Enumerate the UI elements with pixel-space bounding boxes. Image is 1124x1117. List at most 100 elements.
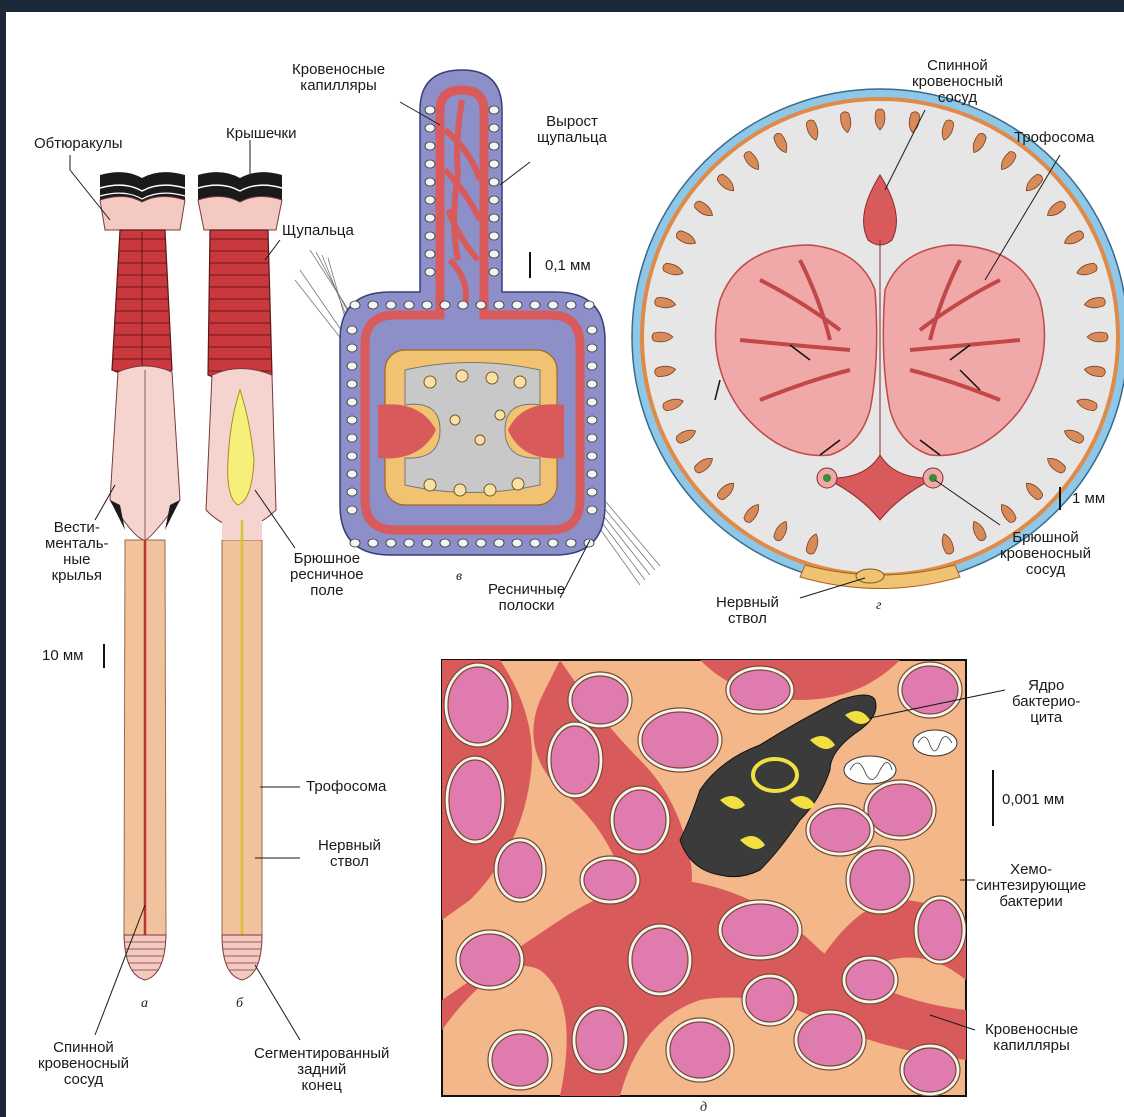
bacteria-cell	[902, 666, 958, 714]
nucleus-bead	[489, 250, 499, 258]
nucleus-bead	[489, 196, 499, 204]
label-ventral-vessel: Брюшной кровеносный сосуд	[1000, 530, 1091, 578]
nucleus-bead	[548, 539, 558, 547]
bacteria-cell	[584, 860, 636, 900]
nucleus-bead	[587, 344, 597, 352]
label-tentacles: Щупальца	[282, 223, 354, 239]
nucleus-bead	[587, 416, 597, 424]
bacteria-cell	[551, 726, 599, 794]
panel-letter-d: д	[700, 1100, 707, 1116]
nucleus-bead	[587, 452, 597, 460]
nucleus-bead	[347, 380, 357, 388]
label-segmented-end: Сегментированный задний конец	[254, 1046, 389, 1094]
nucleus-bead	[440, 539, 450, 547]
nucleus-bead	[404, 301, 414, 309]
nucleus-bead	[425, 124, 435, 132]
nucleus-bead	[512, 301, 522, 309]
nucleus-bead	[489, 268, 499, 276]
nucleus-bead	[458, 539, 468, 547]
nucleus-bead	[530, 539, 540, 547]
nucleus-bead	[566, 539, 576, 547]
bacteria-cell	[642, 712, 718, 768]
nucleus-bead	[347, 362, 357, 370]
bacteria-cell	[850, 850, 910, 910]
bacteria-cell	[498, 842, 542, 898]
nucleus-bead	[386, 539, 396, 547]
panel-letter-g: г	[876, 598, 881, 614]
nucleus-bead	[476, 539, 486, 547]
bacteria-cell	[492, 1034, 548, 1086]
label-ciliary-bands: Ресничные полоски	[488, 582, 565, 614]
label-trophosome-a: Трофосома	[306, 779, 386, 795]
nucleus-bead	[386, 301, 396, 309]
nucleus-bead	[422, 301, 432, 309]
nucleus-bead	[476, 301, 486, 309]
label-bacteriocyte-nucleus: Ядро бактерио- цита	[1012, 678, 1080, 726]
nucleus-bead	[587, 398, 597, 406]
worm-a	[100, 172, 185, 980]
nucleus-bead	[425, 196, 435, 204]
nucleus-bead	[425, 142, 435, 150]
nucleus-bead	[494, 539, 504, 547]
label-lids: Крышечки	[226, 126, 297, 142]
nucleus-bead	[425, 178, 435, 186]
bacteria-cell	[904, 1048, 956, 1092]
nucleus-bead	[347, 416, 357, 424]
nucleus-bead	[566, 301, 576, 309]
nucleus-bead	[347, 398, 357, 406]
bacteria-cell	[746, 978, 794, 1022]
label-scale-1mm: 1 мм	[1072, 491, 1105, 507]
nucleus-bead	[425, 268, 435, 276]
nucleus-bead	[587, 434, 597, 442]
nucleus-bead	[347, 434, 357, 442]
nucleus-bead	[489, 142, 499, 150]
bacteria-cell	[670, 1022, 730, 1078]
nucleus-bead	[587, 326, 597, 334]
nucleus-bead	[347, 326, 357, 334]
bacteria-cell	[576, 1010, 624, 1070]
nucleus-bead	[489, 178, 499, 186]
label-scale-10mm: 10 мм	[42, 648, 83, 664]
label-scale-01mm: 0,1 мм	[545, 258, 591, 274]
nucleus-bead	[587, 506, 597, 514]
nucleus-bead	[489, 232, 499, 240]
nucleus-bead	[425, 250, 435, 258]
label-dorsal-vessel-g: Спинной кровеносный сосуд	[912, 58, 1003, 106]
nucleus-bead	[425, 232, 435, 240]
nucleus-bead	[350, 539, 360, 547]
bacteria-cell	[868, 784, 932, 836]
nucleus-bead	[404, 539, 414, 547]
panel-letter-v: в	[456, 569, 462, 585]
bacteria-cell	[460, 934, 520, 986]
tentacle-section	[295, 70, 660, 585]
nucleus-bead	[347, 488, 357, 496]
bacteria-cell	[846, 960, 894, 1000]
nucleus-bead	[458, 301, 468, 309]
bacteria-cell	[722, 904, 798, 956]
nucleus-bead	[368, 539, 378, 547]
bacteria-cell	[572, 676, 628, 724]
bacteria-cell	[810, 808, 870, 852]
nucleus-bead	[530, 301, 540, 309]
worm-b	[198, 172, 282, 980]
label-scale-0001mm: 0,001 мм	[1002, 792, 1064, 808]
panel-letter-b: б	[236, 996, 243, 1012]
label-ventral-ciliary-field: Брюшное ресничное поле	[290, 551, 364, 599]
nucleus-bead	[440, 301, 450, 309]
label-tentacle-outgrowth: Вырост щупальца	[537, 114, 607, 146]
bacteria-cell	[449, 760, 501, 840]
bacteria-cell	[614, 790, 666, 850]
label-nerve-cord-g: Нервный ствол	[716, 595, 779, 627]
nucleus-bead	[587, 380, 597, 388]
nucleus-bead	[347, 470, 357, 478]
nucleus-bead	[347, 452, 357, 460]
label-chemo-bacteria: Хемо- синтезирующие бактерии	[976, 862, 1086, 910]
nucleus-bead	[587, 362, 597, 370]
label-blood-capillaries-d: Кровеносные капилляры	[985, 1022, 1078, 1054]
nucleus-bead	[584, 301, 594, 309]
nucleus-bead	[368, 301, 378, 309]
nucleus-bead	[489, 214, 499, 222]
nucleus-bead	[512, 539, 522, 547]
label-blood-capillaries-v: Кровеносные капилляры	[292, 62, 385, 94]
